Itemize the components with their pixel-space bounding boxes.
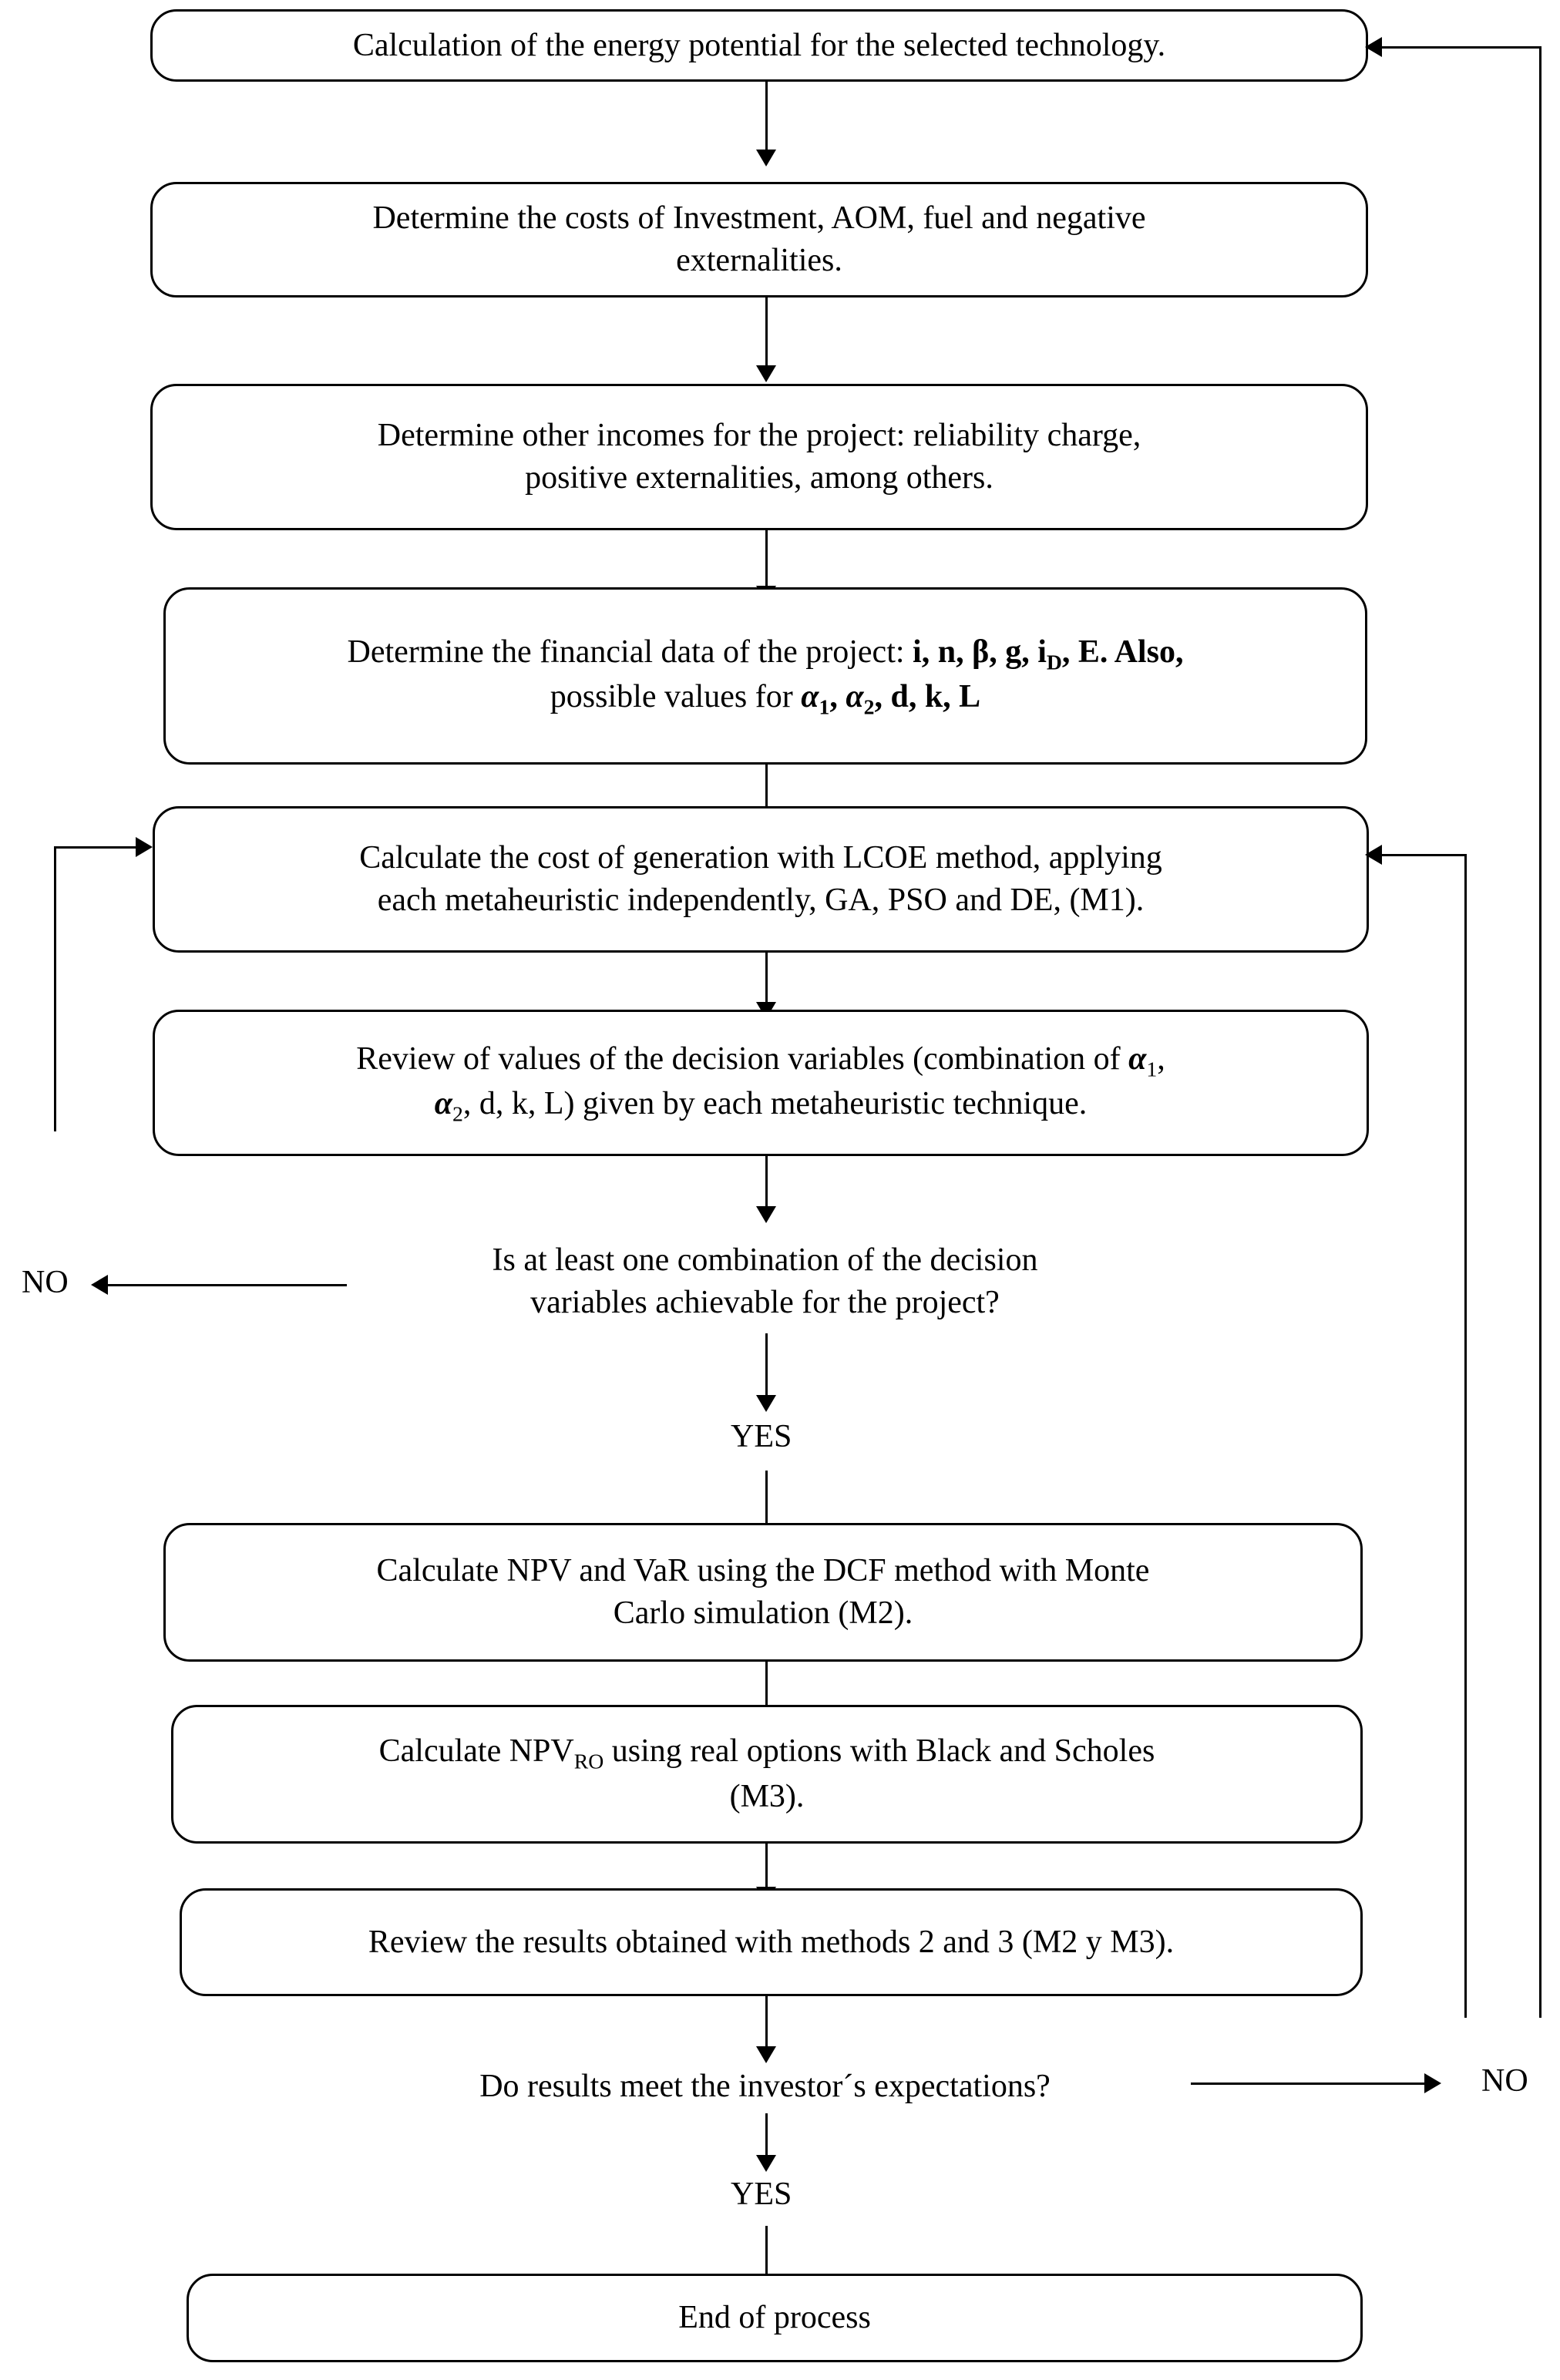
process-node-npv-var-dcf: Calculate NPV and VaR using the DCF meth… <box>163 1523 1363 1662</box>
node-text-line1: Calculate NPV and VaR using the DCF meth… <box>376 1553 1150 1589</box>
connector-n8-n9 <box>765 1844 768 1891</box>
alpha1-sub: 1 <box>819 694 830 719</box>
values-pre: possible values for <box>550 679 802 714</box>
decision-node-investor-expectations: Do results meet the investor´s expectati… <box>351 2066 1179 2108</box>
connector-n3-n4 <box>765 530 768 592</box>
loopback-right-outer-vertical <box>1539 46 1542 2018</box>
edge-label-yes-mid: YES <box>731 1419 792 1454</box>
arrowhead-loopback-left <box>136 837 153 857</box>
connector-n7-n8 <box>765 1662 768 1709</box>
process-node-costs: Determine the costs of Investment, AOM, … <box>150 182 1368 298</box>
connector-n5-n6 <box>765 953 768 1008</box>
arrowhead-n1-n2 <box>756 150 776 166</box>
arrowhead-d1-yes-upper <box>756 1395 776 1412</box>
node-text-line1: Determine other incomes for the project:… <box>377 418 1141 454</box>
arrowhead-n6-d1 <box>756 1206 776 1223</box>
process-node-review-decision-variables: Review of values of the decision variabl… <box>153 1010 1369 1156</box>
review-pre: Review of values of the decision variabl… <box>356 1040 1129 1077</box>
alpha2-sub: 2 <box>863 694 875 719</box>
loopback-right-inner-horizontal <box>1382 854 1467 856</box>
process-node-npv-ro-black-scholes: Calculate NPVRO using real options with … <box>171 1705 1363 1844</box>
decision-text-line1: Is at least one combination of the decis… <box>492 1242 1038 1278</box>
connector-d2-yes-upper <box>765 2113 768 2161</box>
node-text-line2: α2, d, k, L) given by each metaheuristic… <box>434 1086 1088 1125</box>
node-text: Review of values of the decision variabl… <box>181 1038 1340 1128</box>
node-text-line1: Determine the financial data of the proj… <box>347 634 1184 674</box>
node-text: Determine the financial data of the proj… <box>192 631 1339 721</box>
node-text: Determine other incomes for the project:… <box>179 415 1340 499</box>
node-text-line1: Determine the costs of Investment, AOM, … <box>372 200 1146 237</box>
terminator-node-end-of-process: End of process <box>187 2274 1363 2362</box>
node-text-line1: Calculate NPVRO using real options with … <box>378 1733 1155 1773</box>
decision-text: Do results meet the investor´s expectati… <box>479 2069 1051 2104</box>
connector-d2-yes-lower <box>765 2226 768 2280</box>
alpha1-symbol: α <box>1128 1040 1147 1077</box>
values-post: , d, k, L <box>874 679 981 714</box>
node-text: Determine the costs of Investment, AOM, … <box>179 197 1340 281</box>
node-text-line2: each metaheuristic independently, GA, PS… <box>377 882 1145 918</box>
values-sep: , <box>829 679 846 714</box>
arrowhead-n9-d2 <box>756 2046 776 2063</box>
node-text: Calculation of the energy potential for … <box>352 27 1166 63</box>
node-text-line2: positive externalities, among others. <box>525 460 993 496</box>
arrowhead-d1-no <box>91 1275 108 1295</box>
arrowhead-loopback-right-inner <box>1365 845 1382 865</box>
connector-n6-d1 <box>765 1156 768 1212</box>
alpha1-symbol: α <box>801 679 819 714</box>
loopback-right-outer-horizontal <box>1382 46 1542 49</box>
financial-symbols: i, n, β, g, i <box>913 634 1047 670</box>
connector-d1-yes-upper <box>765 1333 768 1401</box>
review-line2-post: , d, k, L) given by each metaheuristic t… <box>462 1086 1088 1121</box>
npvro-post: using real options with Black and Schole… <box>603 1733 1155 1770</box>
decision-node-combination-achievable: Is at least one combination of the decis… <box>351 1239 1179 1323</box>
loopback-left-horizontal <box>54 846 137 849</box>
financial-sub: D <box>1046 649 1062 674</box>
process-node-other-incomes: Determine other incomes for the project:… <box>150 384 1368 530</box>
npvro-pre: Calculate NPV <box>378 1733 574 1770</box>
connector-d1-yes-lower <box>765 1471 768 1531</box>
decision-text-line2: variables achievable for the project? <box>530 1284 1000 1320</box>
loopback-right-inner-vertical <box>1464 854 1467 2018</box>
node-text-line2: possible values for α1, α2, d, k, L <box>550 679 981 718</box>
node-text-line2: externalities. <box>676 243 842 278</box>
arrowhead-loopback-right-outer <box>1365 37 1382 57</box>
connector-n1-n2 <box>765 82 768 155</box>
process-node-energy-potential: Calculation of the energy potential for … <box>150 9 1368 82</box>
arrowhead-n2-n3 <box>756 365 776 382</box>
process-node-financial-data: Determine the financial data of the proj… <box>163 587 1367 765</box>
npvro-sub: RO <box>573 1749 604 1773</box>
review-post: , <box>1157 1040 1165 1077</box>
edge-label-yes-bottom: YES <box>731 2177 792 2212</box>
node-text: Calculate NPVRO using real options with … <box>200 1730 1334 1817</box>
connector-d1-no <box>108 1284 347 1286</box>
process-node-lcoe-metaheuristics: Calculate the cost of generation with LC… <box>153 806 1369 953</box>
arrowhead-d2-yes-upper <box>756 2155 776 2172</box>
alpha1-sub: 1 <box>1146 1056 1158 1081</box>
connector-n9-d2 <box>765 1996 768 2052</box>
alpha2-symbol: α <box>846 679 864 714</box>
node-text-line1: Calculate the cost of generation with LC… <box>359 840 1162 876</box>
connector-d2-no <box>1191 2082 1426 2085</box>
node-text: End of process <box>678 2300 871 2336</box>
arrowhead-d2-no <box>1424 2073 1441 2093</box>
loopback-left-vertical <box>54 846 56 1131</box>
alpha2-symbol: α <box>434 1086 452 1121</box>
edge-label-no-left: NO <box>22 1265 69 1300</box>
node-text: Calculate NPV and VaR using the DCF meth… <box>192 1550 1334 1634</box>
edge-label-no-right: NO <box>1481 2063 1528 2099</box>
financial-post: , E. Also, <box>1061 634 1184 670</box>
connector-n4-n5 <box>765 765 768 812</box>
process-node-review-results: Review the results obtained with methods… <box>180 1888 1363 1996</box>
node-text: Calculate the cost of generation with LC… <box>181 837 1340 921</box>
node-text-line2: (M3). <box>729 1778 805 1814</box>
connector-n2-n3 <box>765 298 768 371</box>
node-text-line2: Carlo simulation (M2). <box>613 1595 913 1631</box>
node-text: Review the results obtained with methods… <box>368 1924 1175 1960</box>
financial-pre: Determine the financial data of the proj… <box>347 634 913 670</box>
node-text-line1: Review of values of the decision variabl… <box>356 1040 1165 1081</box>
alpha2-sub: 2 <box>452 1101 463 1126</box>
